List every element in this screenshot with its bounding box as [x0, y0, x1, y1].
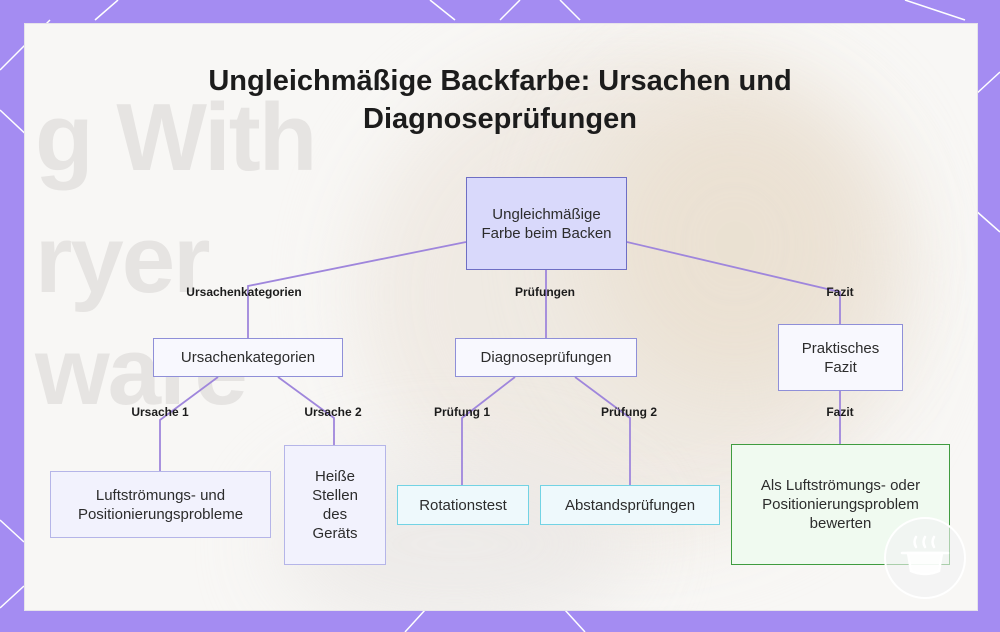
edge-root-causes [247, 241, 467, 338]
node-airflow-problems: Luftströmungs- und Positionierungsproble… [50, 471, 271, 538]
node-rotation-test: Rotationstest [397, 485, 529, 525]
edge-checks-spacing [574, 376, 631, 485]
node-diagnostic-checks: Diagnoseprüfungen [455, 338, 637, 377]
node-root: Ungleichmäßige Farbe beim Backen [466, 177, 627, 270]
edge-label-cause-1: Ursache 1 [131, 405, 189, 419]
edge-label-conclusion: Fazit [826, 285, 854, 299]
background-text-line-2: ryer [35, 206, 210, 313]
edge-label-conclusion-2: Fazit [826, 405, 854, 419]
edge-causes-hotspots [277, 376, 335, 445]
edge-label-cause-2: Ursache 2 [304, 405, 362, 419]
node-cause-categories: Ursachenkategorien [153, 338, 343, 377]
edge-label-check-1: Prüfung 1 [434, 405, 490, 419]
node-hot-spots: Heiße Stellen des Geräts [284, 445, 386, 565]
edge-checks-rotation [461, 376, 516, 485]
edge-label-causes: Ursachenkategorien [186, 285, 302, 299]
edge-label-checks: Prüfungen [515, 285, 575, 299]
cookware-logo-icon [884, 517, 966, 599]
diagram-title: Ungleichmäßige Backfarbe: Ursachen und D… [208, 65, 792, 135]
node-practical-conclusion: Praktisches Fazit [778, 324, 903, 391]
edge-root-conclusion [626, 241, 841, 324]
background-text-line-1: g With [35, 84, 317, 191]
edge-label-check-2: Prüfung 2 [601, 405, 657, 419]
edge-causes-airflow [159, 376, 219, 471]
node-spacing-checks: Abstandsprüfungen [540, 485, 720, 525]
